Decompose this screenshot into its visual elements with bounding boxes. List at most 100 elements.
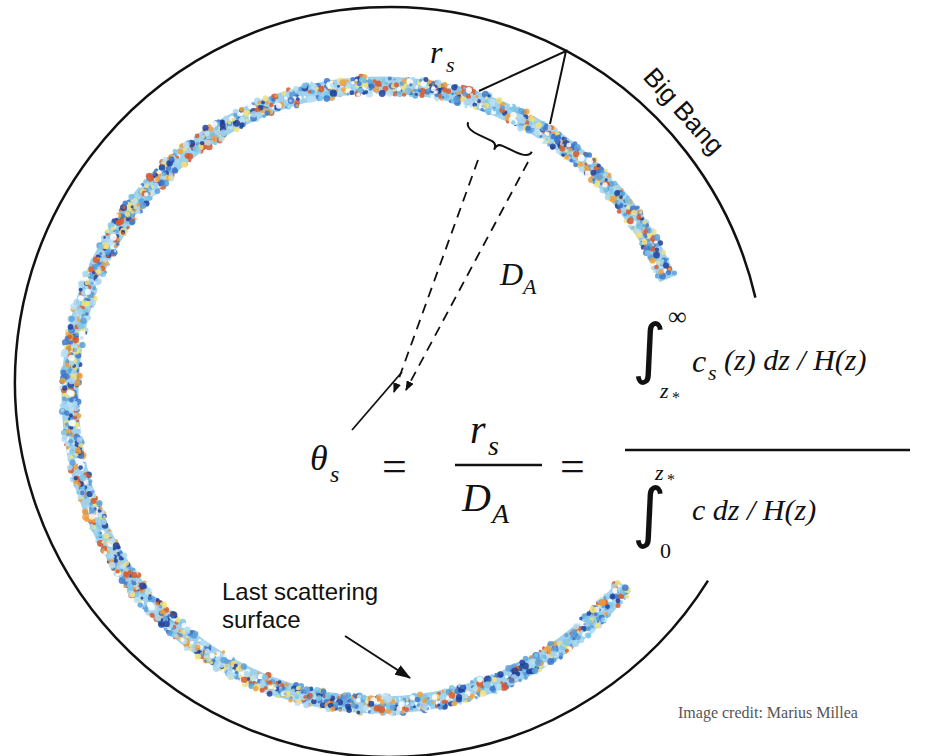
temperature-speck (461, 85, 466, 90)
temperature-speck (289, 93, 292, 96)
temperature-speck (159, 605, 162, 608)
temperature-speck (242, 670, 249, 677)
temperature-speck (303, 702, 309, 708)
temperature-speck (262, 675, 267, 680)
temperature-speck (246, 119, 249, 122)
temperature-speck (595, 613, 600, 618)
temperature-speck (405, 701, 409, 705)
temperature-speck (200, 141, 204, 145)
temperature-speck (517, 125, 523, 131)
temperature-speck (379, 90, 386, 97)
temperature-speck (491, 674, 494, 677)
temperature-speck (555, 131, 559, 135)
temperature-speck (91, 282, 94, 285)
temperature-speck (397, 91, 403, 97)
temperature-speck (138, 602, 143, 607)
temperature-speck (481, 105, 484, 108)
temperature-speck (463, 87, 466, 90)
temperature-speck (604, 168, 608, 172)
temperature-speck (420, 704, 427, 711)
temperature-speck (650, 228, 655, 233)
temperature-speck (526, 668, 532, 674)
temperature-speck (289, 100, 292, 103)
temperature-speck (80, 342, 86, 348)
temperature-speck (626, 206, 630, 210)
temperature-speck (73, 336, 80, 343)
temperature-speck (66, 433, 70, 437)
temperature-speck (94, 290, 97, 293)
temperature-speck (324, 95, 331, 102)
temperature-speck (565, 155, 570, 160)
temperature-speck (425, 89, 431, 95)
temperature-speck (286, 104, 291, 109)
temperature-speck (417, 703, 421, 707)
temperature-speck (654, 234, 660, 240)
temperature-speck (485, 108, 491, 114)
temperature-speck (617, 201, 621, 205)
temperature-speck (186, 636, 189, 639)
temperature-speck (573, 163, 578, 168)
temperature-speck (151, 185, 154, 188)
temperature-speck (415, 93, 418, 96)
temperature-speck (524, 676, 528, 680)
temperature-speck (364, 702, 367, 705)
temperature-speck (70, 460, 76, 466)
temperature-speck (166, 167, 171, 172)
temperature-speck (386, 90, 393, 97)
temperature-speck (177, 154, 181, 158)
temperature-speck (257, 101, 261, 105)
temperature-speck (517, 663, 520, 666)
temperature-speck (404, 707, 409, 712)
temperature-speck (586, 627, 590, 631)
temperature-speck (97, 540, 104, 547)
temperature-speck (463, 694, 468, 699)
temperature-speck (351, 81, 355, 85)
temperature-speck (126, 212, 132, 218)
temperature-speck (626, 205, 630, 209)
temperature-speck (464, 698, 467, 701)
temperature-speck (166, 166, 171, 171)
temperature-speck (102, 541, 105, 544)
temperature-speck (215, 126, 219, 130)
temperature-speck (208, 127, 213, 132)
temperature-speck (213, 649, 217, 653)
temperature-speck (505, 675, 509, 679)
temperature-speck (601, 170, 605, 174)
temperature-speck (112, 250, 118, 256)
temperature-speck (78, 307, 82, 311)
temperature-speck (530, 116, 535, 121)
temperature-speck (518, 679, 522, 683)
temperature-speck (176, 155, 179, 158)
temperature-speck (616, 603, 621, 608)
temperature-speck (304, 96, 307, 99)
temperature-speck (160, 601, 167, 608)
temperature-speck (595, 623, 600, 628)
temperature-speck (646, 243, 652, 249)
temperature-speck (596, 623, 601, 628)
temperature-speck (412, 93, 418, 99)
temperature-speck (276, 695, 280, 699)
temperature-speck (639, 211, 642, 214)
temperature-speck (159, 164, 165, 170)
temperature-speck (84, 496, 87, 499)
temperature-speck (431, 86, 436, 91)
temperature-speck (505, 665, 511, 671)
temperature-speck (310, 96, 316, 102)
temperature-speck (406, 698, 409, 701)
temperature-speck (145, 590, 150, 595)
temperature-speck (67, 315, 74, 322)
temperature-speck (282, 91, 287, 96)
temperature-speck (410, 709, 413, 712)
temperature-speck (330, 707, 335, 712)
temperature-speck (182, 623, 187, 628)
temperature-speck (118, 561, 121, 564)
temperature-speck (260, 680, 265, 685)
temperature-speck (308, 90, 312, 94)
temperature-speck (539, 650, 542, 653)
temperature-speck (284, 682, 288, 686)
temperature-speck (488, 678, 492, 682)
temperature-speck (538, 668, 542, 672)
temperature-speck (505, 675, 508, 678)
temperature-speck (625, 197, 631, 203)
